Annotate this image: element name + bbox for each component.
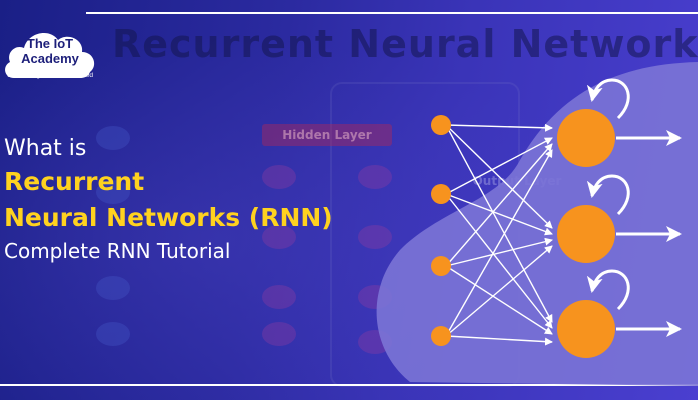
background-ghost-title: Recurrent Neural Networks [112,22,698,66]
input-node [431,115,451,135]
input-node [431,326,451,346]
logo-name: The IoT Academy [5,36,95,66]
diagram-connections [445,123,553,346]
background-node [96,276,130,300]
background-node [96,322,130,346]
logo-tagline: Connecting The Unconnected [7,72,93,79]
background-hidden-layer-label: Hidden Layer [262,124,392,146]
input-node [431,256,451,276]
diagram-recurrent-loops [586,78,630,311]
diagram-output-arrows [616,130,682,337]
diagram-output-nodes [557,109,615,358]
logo-name-line1: The IoT [26,36,74,51]
headline-title-line1: Recurrent [4,167,145,196]
background-node [96,180,130,204]
headline-intro: What is [4,136,87,161]
background-node [358,225,392,249]
recurrent-loop [586,174,630,216]
background-node [262,322,296,346]
academy-logo: The IoT Academy [0,22,100,84]
headline-title-line2: Neural Networks (RNN) [4,203,333,232]
background-node [262,285,296,309]
diagram-input-nodes [431,115,451,346]
output-node [557,300,615,358]
headline-block: What is Recurrent Neural Networks (RNN) … [4,134,333,266]
output-node [557,205,615,263]
diagram-background-blob [376,62,698,386]
logo-name-line2: Academy [21,51,79,66]
top-divider-line [86,12,698,14]
recurrent-loop [586,269,630,311]
cloud-icon [5,33,95,78]
background-node [262,165,296,189]
output-node [557,109,615,167]
bottom-divider-line [0,384,698,386]
background-node [96,126,130,150]
headline-subtitle: Complete RNN Tutorial [4,239,231,263]
background-node [358,165,392,189]
recurrent-loop [586,78,630,120]
background-node [262,225,296,249]
input-node [431,184,451,204]
